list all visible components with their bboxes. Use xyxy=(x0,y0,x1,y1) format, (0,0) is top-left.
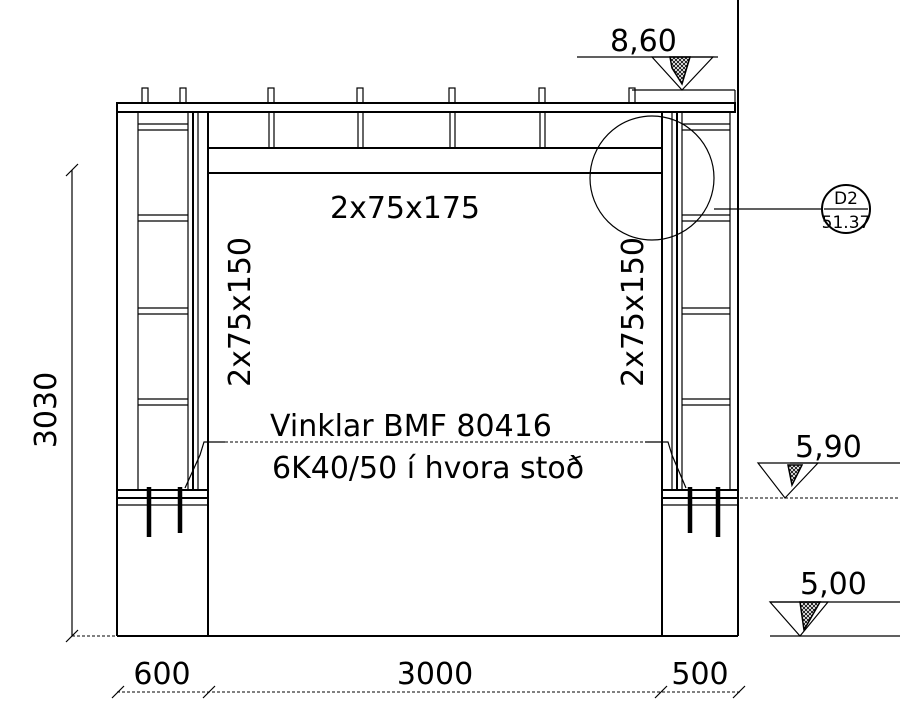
slab-lines xyxy=(117,441,738,637)
left-column xyxy=(116,103,225,636)
dim-left-label: 600 xyxy=(133,657,190,692)
height-dimension: 3030 xyxy=(29,163,117,643)
detail-ref-top: D2 xyxy=(834,189,858,209)
post-left-label: 2x75x150 xyxy=(223,237,258,387)
level-bottom-label: 5,00 xyxy=(800,567,867,602)
level-marker-bottom: 5,00 xyxy=(768,567,900,637)
main-beam xyxy=(208,147,662,174)
right-column xyxy=(645,112,739,636)
dim-center-label: 3000 xyxy=(397,657,473,692)
height-dim-label: 3030 xyxy=(29,372,64,448)
level-marker-middle: 5,90 xyxy=(740,430,900,499)
beam-label: 2x75x175 xyxy=(330,191,480,226)
note-line-2: 6K40/50 í hvora stoð xyxy=(272,451,584,486)
horizontal-dimensions: 600 3000 500 xyxy=(111,657,746,699)
level-top-label: 8,60 xyxy=(610,24,677,59)
dim-right-label: 500 xyxy=(671,657,728,692)
post-right-label: 2x75x150 xyxy=(616,237,651,387)
level-middle-label: 5,90 xyxy=(795,430,862,465)
note-line-1: Vinklar BMF 80416 xyxy=(270,409,552,444)
level-marker-top: 8,60 xyxy=(577,24,718,91)
detail-callout: D2 51.37 xyxy=(589,115,871,241)
detail-ref-bottom: 51.37 xyxy=(822,213,871,233)
top-joists xyxy=(116,87,736,148)
